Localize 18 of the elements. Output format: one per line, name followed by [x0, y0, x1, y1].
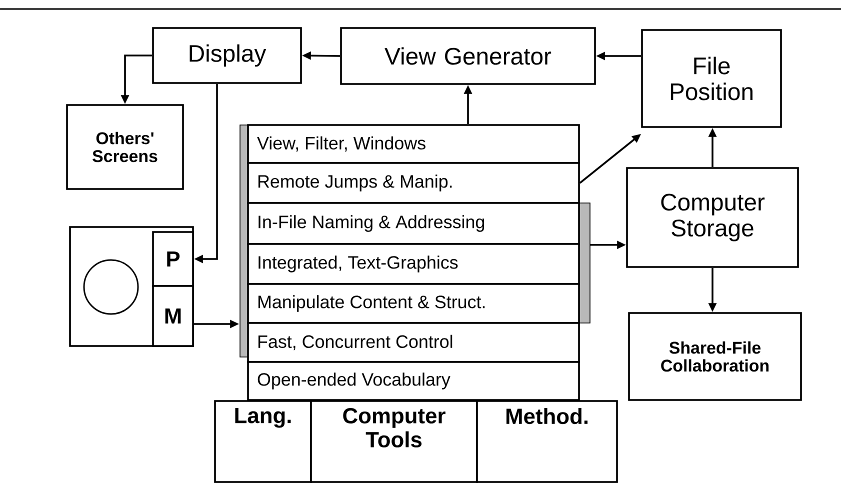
tool-cell: Computer Tools — [310, 400, 478, 483]
display-box: Display — [152, 27, 302, 84]
output-box: Others' Screens — [66, 104, 184, 190]
tool-cell: Lang. — [214, 400, 312, 483]
capability-row: Remote Jumps & Manip. — [247, 162, 580, 204]
capability-row: Fast, Concurrent Control — [247, 322, 580, 363]
terminal-cell: P — [152, 231, 194, 287]
process-box: File Position — [641, 29, 782, 128]
storage-box: Computer Storage — [626, 167, 799, 268]
tool-cell: Method. — [476, 400, 618, 483]
output-box: Shared-File Collaboration — [628, 312, 802, 401]
capability-row: Open-ended Vocabulary — [247, 361, 580, 401]
capability-row: View, Filter, Windows — [247, 124, 580, 164]
capability-row: Manipulate Content & Struct. — [247, 283, 580, 324]
process-box: View Generator — [340, 27, 596, 85]
capability-row: In-File Naming & Addressing — [247, 202, 580, 245]
capability-row: Integrated, Text-Graphics — [247, 243, 580, 285]
terminal-cell: M — [152, 285, 194, 347]
